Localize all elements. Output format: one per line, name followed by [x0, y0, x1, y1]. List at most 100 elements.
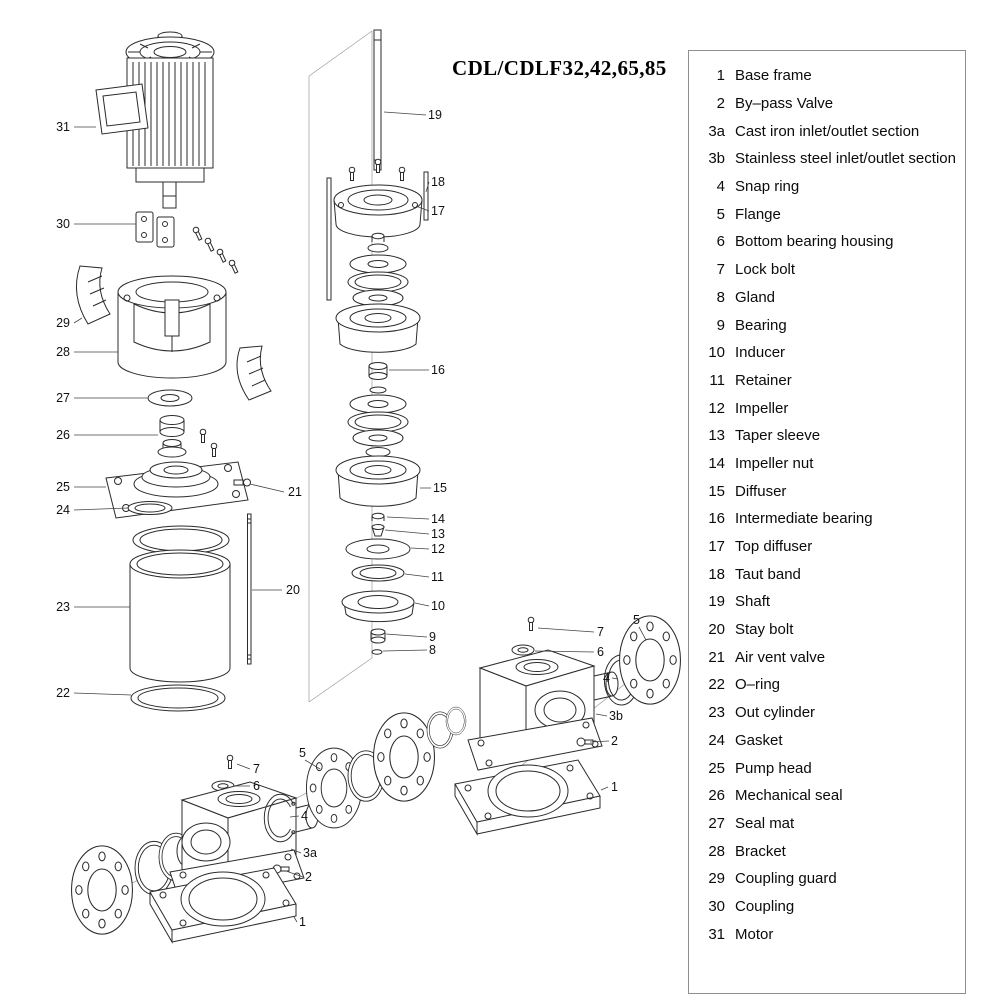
part-label: Taut band — [735, 565, 801, 583]
callout-24: 24 — [56, 503, 70, 517]
part-number: 16 — [708, 510, 725, 528]
part-label: Impeller — [735, 399, 789, 417]
callout-17: 17 — [431, 204, 445, 218]
part-number: 7 — [716, 261, 725, 279]
top-diffuser-drawing — [333, 184, 423, 238]
mechanical-seal-drawing — [157, 415, 218, 458]
part-label: Pump head — [735, 759, 812, 777]
part-number: 4 — [716, 178, 725, 196]
gland-drawing — [371, 649, 383, 655]
air-vent-valve-drawing — [233, 478, 251, 487]
part-number: 28 — [708, 842, 725, 860]
stack-parts-upper — [347, 232, 409, 307]
part-number: 9 — [716, 316, 725, 334]
part-number: 3b — [708, 150, 725, 168]
part-row: 23 Out cylinder — [689, 699, 965, 727]
part-number: 23 — [708, 704, 725, 722]
part-label: Intermediate bearing — [735, 510, 873, 528]
callout-31: 31 — [56, 120, 70, 134]
part-row: 2 By–pass Valve — [689, 90, 965, 118]
base-frame-3a-drawing — [149, 867, 297, 944]
part-number: 1 — [716, 67, 725, 85]
callout-2: 2 — [305, 870, 312, 884]
part-number: 31 — [708, 925, 725, 943]
stay-bolt-drawing — [247, 513, 252, 665]
callout-6: 6 — [253, 779, 260, 793]
part-label: Bottom bearing housing — [735, 233, 894, 251]
part-number: 10 — [708, 344, 725, 362]
bracket-drawing — [117, 275, 227, 379]
callout-27: 27 — [56, 391, 70, 405]
part-number: 5 — [716, 205, 725, 223]
part-row: 10 Inducer — [689, 339, 965, 367]
part-number: 29 — [708, 870, 725, 888]
part-label: Base frame — [735, 67, 812, 85]
shaft-drawing — [373, 29, 382, 171]
coupling-guard-drawing — [75, 265, 272, 401]
part-number: 2 — [716, 95, 725, 113]
part-label: Retainer — [735, 371, 792, 389]
callout-28: 28 — [56, 345, 70, 359]
part-label: Out cylinder — [735, 704, 816, 722]
small-rings-drawing — [426, 706, 467, 749]
part-number: 24 — [708, 731, 725, 749]
part-number: 13 — [708, 427, 725, 445]
part-label: Stay bolt — [735, 621, 794, 639]
callout-7: 7 — [253, 762, 260, 776]
callout-30: 30 — [56, 217, 70, 231]
part-label: Gasket — [735, 731, 783, 749]
part-row: 16 Intermediate bearing — [689, 505, 965, 533]
callout-3a: 3a — [303, 846, 317, 860]
stack-parts-lower — [347, 386, 409, 457]
callout-1: 1 — [611, 780, 618, 794]
callout-3b: 3b — [609, 709, 623, 723]
lock-bolt-3a-drawing — [226, 754, 234, 769]
diffuser-drawing — [335, 455, 421, 507]
part-row: 24 Gasket — [689, 727, 965, 755]
part-label: Cast iron inlet/outlet section — [735, 122, 920, 140]
callout-11: 11 — [431, 570, 444, 584]
callout-5: 5 — [299, 746, 306, 760]
part-label: Diffuser — [735, 482, 787, 500]
part-label: By–pass Valve — [735, 95, 834, 113]
pump-head-drawing — [105, 461, 249, 519]
callout-14: 14 — [431, 512, 445, 526]
motor-drawing — [95, 31, 215, 209]
callout-20: 20 — [286, 583, 300, 597]
coupling-drawing — [135, 211, 240, 275]
impeller-drawing — [345, 538, 411, 560]
part-number: 26 — [708, 787, 725, 805]
base-frame-3b-drawing — [454, 759, 601, 836]
part-label: Inducer — [735, 344, 786, 362]
callout-22: 22 — [56, 686, 70, 700]
part-label: Bracket — [735, 842, 786, 860]
bearing-drawing — [370, 628, 386, 644]
part-number: 27 — [708, 814, 725, 832]
part-number: 6 — [716, 233, 725, 251]
callout-18: 18 — [431, 175, 445, 189]
taper-sleeve-drawing — [371, 524, 385, 537]
gasket-drawing — [127, 501, 173, 515]
part-label: Shaft — [735, 593, 771, 611]
part-number: 25 — [708, 759, 725, 777]
part-row: 13 Taper sleeve — [689, 422, 965, 450]
flange-3b-drawing — [619, 615, 681, 705]
part-label: Taper sleeve — [735, 427, 821, 445]
callout-labels: 31 30 29 28 27 26 25 24 23 22 19 18 17 1… — [56, 108, 640, 929]
callout-6: 6 — [597, 645, 604, 659]
part-label: Air vent valve — [735, 648, 826, 666]
mid-diffuser-drawing — [335, 303, 421, 353]
impeller-nut-drawing — [371, 512, 385, 521]
